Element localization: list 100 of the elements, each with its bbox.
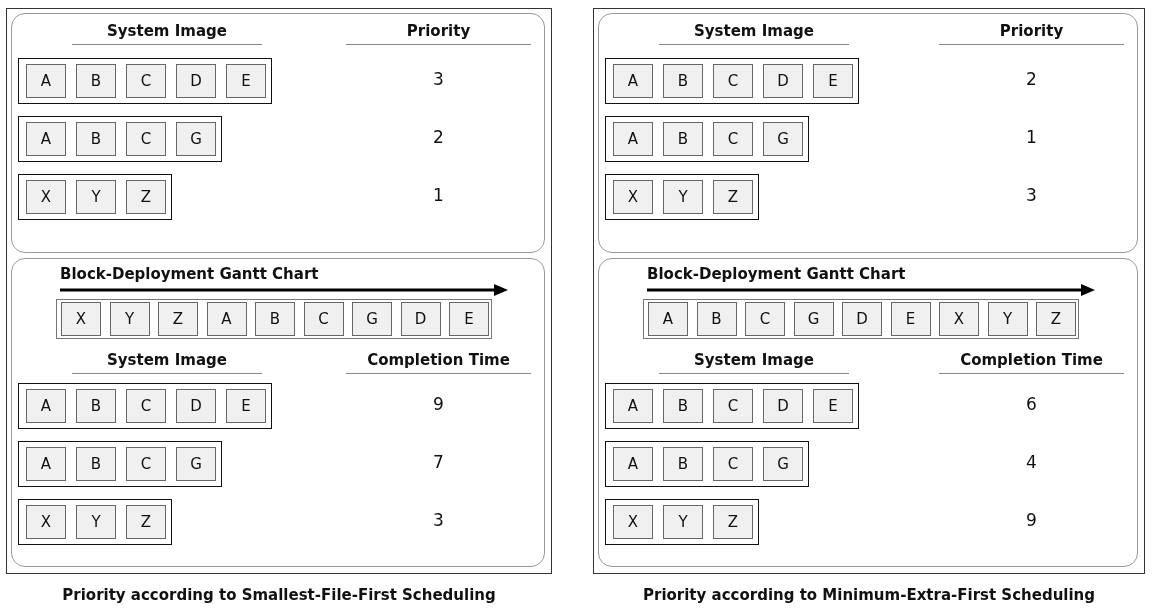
block-tile: A xyxy=(648,301,688,336)
block-tile: B xyxy=(76,388,116,423)
block-tile: C xyxy=(126,446,166,481)
system-image-frame xyxy=(18,383,272,429)
block-tile: D xyxy=(842,301,882,336)
column-header: System Image xyxy=(659,351,849,374)
block-tile: B xyxy=(255,301,295,336)
block-tile: E xyxy=(226,388,266,423)
block-tile: Z xyxy=(713,504,753,539)
system-image-frame xyxy=(18,174,172,220)
block-tile: G xyxy=(176,121,216,156)
priority-value: 2 xyxy=(1025,69,1038,89)
block-tile: G xyxy=(176,446,216,481)
block-tile: Z xyxy=(713,179,753,214)
gantt-chart-card xyxy=(11,258,545,567)
system-image-frame xyxy=(605,116,809,162)
block-tile: D xyxy=(400,301,441,336)
completion-time-value: 4 xyxy=(1025,452,1038,472)
completion-time-value: 7 xyxy=(432,452,445,472)
block-tile: D xyxy=(176,388,216,423)
system-image-frame xyxy=(605,383,859,429)
block-tile: Y xyxy=(663,179,703,214)
deployment-sequence-frame xyxy=(56,299,492,339)
column-header: Completion Time xyxy=(939,351,1124,374)
priority-table-card xyxy=(11,13,545,253)
block-tile: G xyxy=(793,301,834,336)
block-tile: B xyxy=(663,446,703,481)
panel-frame xyxy=(6,8,552,574)
deployment-sequence-frame xyxy=(643,299,1079,339)
block-tile: A xyxy=(613,121,653,156)
priority-value: 3 xyxy=(1025,185,1038,205)
block-tile: E xyxy=(813,388,853,423)
system-image-frame xyxy=(605,499,759,545)
block-tile: X xyxy=(613,179,653,214)
block-tile: C xyxy=(713,121,753,156)
block-tile: Z xyxy=(158,301,198,336)
block-tile: E xyxy=(226,63,266,98)
panel-caption: Priority according to Minimum-Extra-First Scheduling xyxy=(642,586,1096,604)
block-tile: C xyxy=(126,63,166,98)
block-tile: Y xyxy=(987,301,1028,336)
block-tile: D xyxy=(763,63,803,98)
block-tile: A xyxy=(206,301,247,336)
system-image-frame xyxy=(18,58,272,104)
column-header: Priority xyxy=(939,22,1124,45)
block-tile: C xyxy=(126,121,166,156)
gantt-chart-card xyxy=(598,258,1138,567)
block-tile: A xyxy=(613,388,653,423)
block-tile: A xyxy=(26,63,66,98)
block-tile: Y xyxy=(109,301,150,336)
chart-title: Block-Deployment Gantt Chart xyxy=(647,265,906,283)
block-tile: G xyxy=(352,301,392,336)
block-tile: B xyxy=(663,388,703,423)
system-image-frame xyxy=(18,499,172,545)
system-image-frame xyxy=(605,58,859,104)
block-tile: B xyxy=(663,63,703,98)
block-tile: A xyxy=(613,63,653,98)
block-tile: C xyxy=(303,301,344,336)
completion-time-value: 6 xyxy=(1025,394,1038,414)
system-image-frame xyxy=(605,174,759,220)
block-tile: B xyxy=(76,121,116,156)
block-tile: G xyxy=(763,446,803,481)
block-tile: Z xyxy=(126,504,166,539)
completion-time-value: 9 xyxy=(432,394,445,414)
block-tile: E xyxy=(813,63,853,98)
system-image-frame xyxy=(18,116,222,162)
block-tile: X xyxy=(613,504,653,539)
system-image-frame xyxy=(605,441,809,487)
block-tile: C xyxy=(745,301,785,336)
block-tile: B xyxy=(76,63,116,98)
column-header: Completion Time xyxy=(346,351,531,374)
block-tile: C xyxy=(713,446,753,481)
block-tile: Y xyxy=(76,504,116,539)
panel-caption: Priority according to Smallest-File-First Scheduling xyxy=(61,586,497,604)
column-header: System Image xyxy=(72,22,262,45)
system-image-frame xyxy=(18,441,222,487)
priority-value: 3 xyxy=(432,69,445,89)
completion-time-value: 3 xyxy=(432,510,445,530)
block-tile: X xyxy=(26,179,66,214)
block-tile: D xyxy=(176,63,216,98)
chart-title: Block-Deployment Gantt Chart xyxy=(60,265,319,283)
column-header: System Image xyxy=(72,351,262,374)
block-tile: B xyxy=(76,446,116,481)
block-tile: Y xyxy=(663,504,703,539)
priority-value: 2 xyxy=(432,127,445,147)
block-tile: E xyxy=(449,301,489,336)
block-tile: X xyxy=(939,301,979,336)
block-tile: D xyxy=(763,388,803,423)
priority-table-card xyxy=(598,13,1138,253)
block-tile: A xyxy=(26,388,66,423)
block-tile: Z xyxy=(1036,301,1076,336)
block-tile: A xyxy=(26,121,66,156)
priority-value: 1 xyxy=(432,185,445,205)
block-tile: B xyxy=(663,121,703,156)
block-tile: E xyxy=(890,301,931,336)
block-tile: B xyxy=(696,301,737,336)
block-tile: A xyxy=(26,446,66,481)
column-header: System Image xyxy=(659,22,849,45)
block-tile: C xyxy=(713,63,753,98)
completion-time-value: 9 xyxy=(1025,510,1038,530)
column-header: Priority xyxy=(346,22,531,45)
